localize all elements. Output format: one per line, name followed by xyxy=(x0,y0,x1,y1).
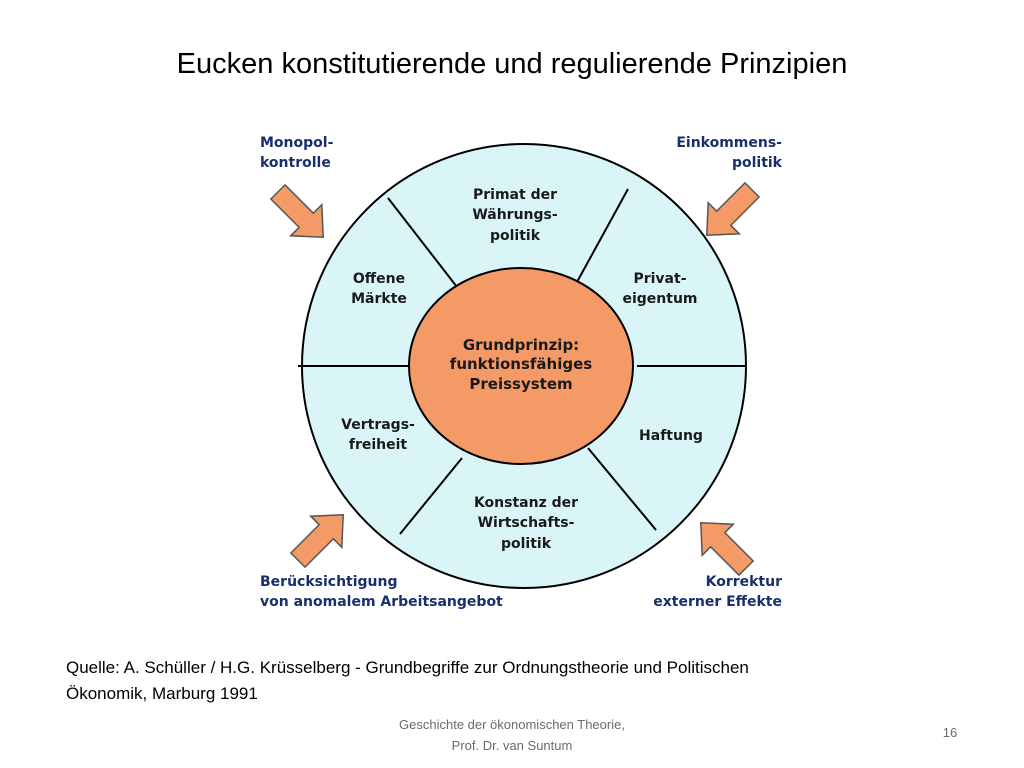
segment-lower-right-line1: Haftung xyxy=(639,428,703,444)
segment-upper-left-line2: Märkte xyxy=(351,291,407,307)
source-citation: Quelle: A. Schüller / H.G. Krüsselberg -… xyxy=(66,655,966,707)
page-number: 16 xyxy=(942,725,958,740)
segment-upper-left-line1: Offene xyxy=(353,271,405,287)
label-einkommenspolitik-line2: politik xyxy=(731,155,782,171)
arrow-top-left-icon xyxy=(269,183,324,238)
eucken-principles-diagram: Grundprinzip: funktionsfähiges Preissyst… xyxy=(269,143,761,589)
label-korrektur-line1: Korrektur xyxy=(705,574,782,590)
arrow-bottom-right-icon xyxy=(700,522,755,577)
slide-title: Eucken konstitutierende und regulierende… xyxy=(176,48,848,80)
center-label-line2: funktionsfähiges xyxy=(450,355,592,373)
source-citation-line1: Quelle: A. Schüller / H.G. Krüsselberg -… xyxy=(66,658,749,677)
label-korrektur-externer-effekte: Korrektur externer Effekte xyxy=(620,572,782,612)
segment-top-line1: Primat der xyxy=(473,187,557,203)
segment-dividers xyxy=(298,188,745,535)
label-monopolkontrolle-line1: Monopol- xyxy=(260,135,334,151)
label-anomales-arbeitsangebot-line1: Berücksichtigung xyxy=(260,574,398,590)
segment-upper-right-line2: eigentum xyxy=(622,291,697,307)
footer-line2: Prof. Dr. van Suntum xyxy=(451,738,573,753)
label-einkommenspolitik-line1: Einkommens- xyxy=(676,135,782,151)
segment-top-line3: politik xyxy=(490,228,541,244)
source-citation-line2: Ökonomik, Marburg 1991 xyxy=(66,684,258,703)
label-anomales-arbeitsangebot-line2: von anomalem Arbeitsangebot xyxy=(260,594,503,610)
label-einkommenspolitik: Einkommens- politik xyxy=(640,133,782,173)
footer-line1: Geschichte der ökonomischen Theorie, xyxy=(399,717,625,732)
segment-top-line2: Währungs- xyxy=(472,207,558,223)
center-circle xyxy=(408,267,634,465)
arrow-top-right-icon xyxy=(706,181,761,236)
segment-bottom-line1: Konstanz der xyxy=(474,495,578,511)
center-label-line1: Grundprinzip: xyxy=(463,336,579,354)
segment-bottom-line2: Wirtschafts- xyxy=(478,515,575,531)
arrow-bottom-left-icon xyxy=(289,514,344,569)
label-monopolkontrolle: Monopol- kontrolle xyxy=(260,133,333,173)
label-korrektur-line2: externer Effekte xyxy=(653,594,782,610)
slide-footer: Geschichte der ökonomischen Theorie, Pro… xyxy=(362,714,662,756)
label-anomales-arbeitsangebot: Berücksichtigung von anomalem Arbeitsang… xyxy=(260,572,503,612)
segment-bottom-line3: politik xyxy=(501,536,552,552)
center-label-line3: Preissystem xyxy=(469,375,572,393)
segment-upper-right-line1: Privat- xyxy=(633,271,686,287)
segment-lower-left-line2: freiheit xyxy=(349,437,408,453)
segment-lower-left-line1: Vertrags- xyxy=(341,417,415,433)
label-monopolkontrolle-line2: kontrolle xyxy=(260,155,331,171)
